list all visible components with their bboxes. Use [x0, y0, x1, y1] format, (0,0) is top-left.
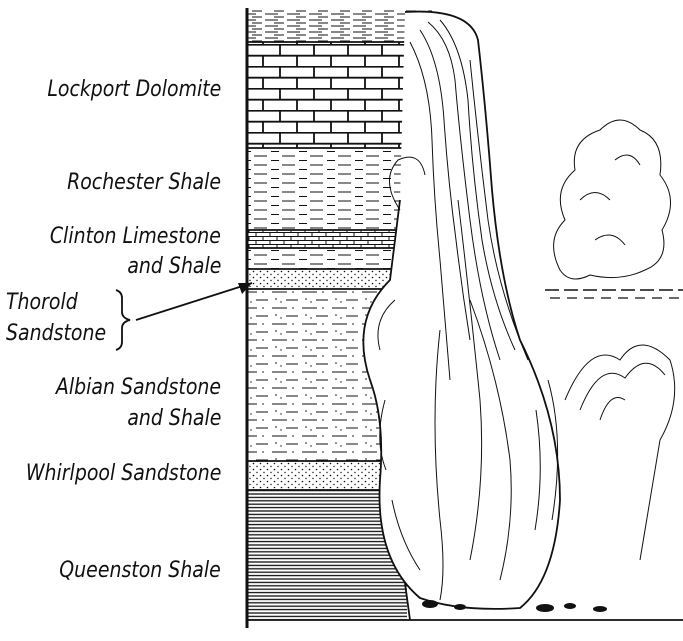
- label-thorold-sandstone: Sandstone: [6, 323, 106, 345]
- label-whirlpool-sandstone: Whirlpool Sandstone: [25, 463, 221, 485]
- thorold-sandstone-layer: [247, 269, 392, 289]
- clinton-shale-layer: [247, 248, 397, 269]
- label-rochester-shale: Rochester Shale: [67, 172, 221, 194]
- label-lockport-dolomite: Lockport Dolomite: [47, 79, 221, 101]
- clinton-limestone-layer: [247, 230, 402, 248]
- river-surface: [545, 290, 683, 298]
- label-queenston-shale: Queenston Shale: [59, 560, 221, 582]
- label-albion-shale: and Shale: [127, 408, 221, 430]
- thorold-pointer-line: [136, 283, 252, 320]
- rochester-shale-layer: [247, 148, 407, 230]
- thorold-brace: [116, 290, 130, 350]
- albion-sandstone-shale-layer: [247, 289, 387, 461]
- label-thorold: Thorold: [6, 292, 78, 314]
- label-clinton-shale: and Shale: [127, 256, 221, 278]
- label-clinton-limestone: Clinton Limestone: [50, 226, 221, 248]
- lockport-dolomite-layer: [247, 42, 427, 148]
- cap-soil-layer: [247, 10, 432, 42]
- whirlpool-sandstone-layer: [247, 461, 387, 490]
- lower-eddies: [565, 345, 675, 560]
- label-albion-sandstone: Albian Sandstone: [56, 377, 221, 399]
- spray-cloud: [554, 120, 671, 279]
